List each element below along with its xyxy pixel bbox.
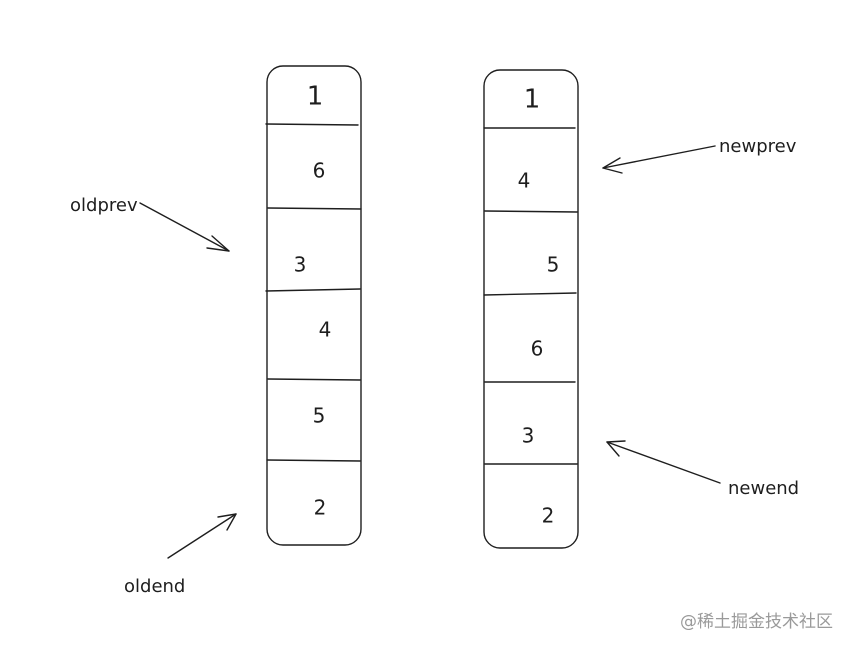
new-list: 1 4 5 6 3 2 — [483, 69, 579, 549]
oldprev-arrowhead — [206, 235, 230, 252]
new-divider — [484, 210, 578, 213]
old-cell: 4 — [319, 318, 332, 342]
oldend-arrowhead — [217, 513, 237, 531]
old-divider — [265, 123, 359, 126]
newend-arrowhead — [606, 440, 626, 457]
old-divider — [267, 378, 361, 381]
new-cell: 1 — [524, 85, 541, 115]
oldend-pointer: oldend — [124, 513, 237, 597]
new-cell: 5 — [547, 253, 560, 277]
old-cell: 5 — [313, 404, 326, 428]
new-list-frame — [483, 69, 579, 549]
oldprev-arrow — [139, 202, 230, 252]
old-cell: 6 — [313, 159, 326, 183]
watermark: @稀土掘金技术社区 — [680, 612, 833, 632]
old-list-frame — [266, 65, 362, 546]
newprev-pointer: newprev — [602, 136, 797, 174]
old-cell: 3 — [294, 253, 307, 277]
oldprev-label: oldprev — [70, 195, 138, 216]
new-cell: 3 — [522, 424, 535, 448]
newend-arrow — [606, 441, 721, 484]
new-cell: 6 — [531, 337, 544, 361]
newprev-arrow — [602, 145, 716, 169]
oldend-arrow — [167, 513, 237, 559]
old-cell: 2 — [314, 496, 327, 520]
old-divider — [266, 459, 361, 462]
newend-label: newend — [728, 478, 799, 499]
old-divider — [267, 207, 362, 210]
oldprev-pointer: oldprev — [70, 195, 230, 252]
old-cell: 1 — [307, 82, 324, 112]
old-list: 1 6 3 4 5 2 — [265, 65, 362, 546]
newend-pointer: newend — [606, 440, 799, 499]
old-divider — [265, 288, 361, 292]
newprev-label: newprev — [719, 136, 797, 157]
new-cell: 4 — [518, 169, 531, 193]
new-cell: 2 — [542, 504, 555, 528]
newprev-arrowhead — [602, 157, 623, 174]
new-divider — [483, 292, 577, 296]
oldend-label: oldend — [124, 576, 185, 597]
